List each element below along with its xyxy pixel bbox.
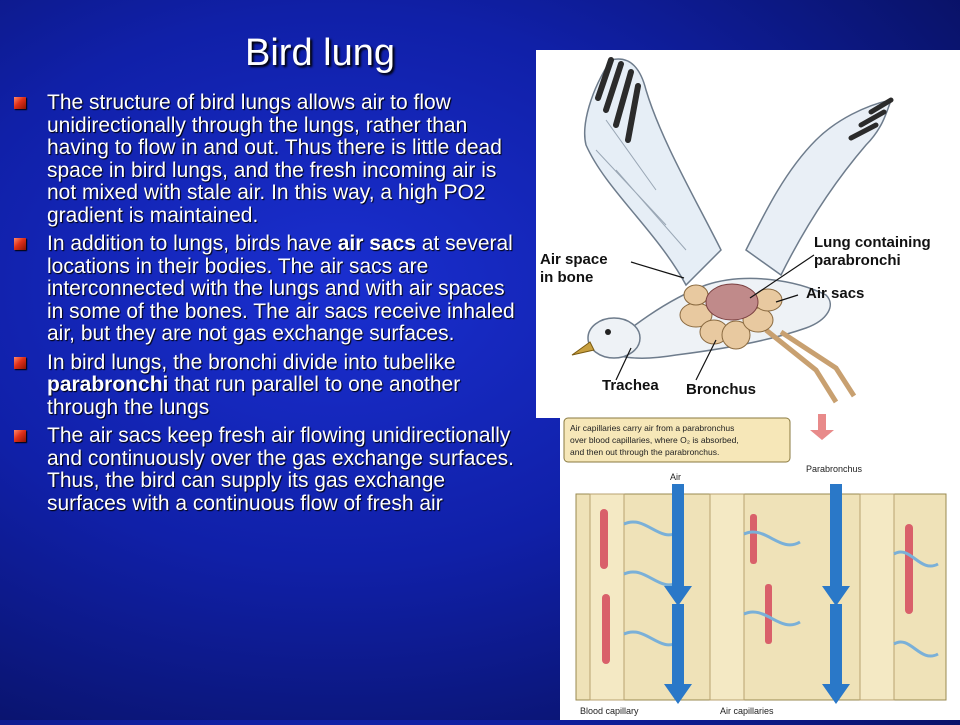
bullet-text: The air sacs keep fresh air flowing unid… — [47, 424, 514, 515]
lung-shape — [705, 283, 759, 321]
caption-box — [563, 417, 791, 463]
bullet-text: that run parallel to one another through… — [47, 373, 461, 419]
right-wing-tip — [848, 97, 894, 141]
caption-line3: and then out through the parabronchus. — [570, 447, 719, 457]
wing-feather-lines — [595, 119, 687, 251]
label-trachea: Trachea — [602, 377, 659, 394]
label-air-capillaries: Air capillaries — [720, 706, 774, 716]
label-leader-lines — [615, 254, 815, 381]
airflow-arrows — [664, 484, 850, 704]
bird-head — [587, 317, 641, 359]
inflow-arrow — [810, 414, 834, 440]
bullet-text: at several locations in their bodies. Th… — [47, 232, 515, 345]
label-air-space-line1: Air space — [540, 251, 608, 268]
caption-line2: over blood capillaries, where O₂ is abso… — [570, 435, 739, 445]
label-lung-line1: Lung containing — [814, 234, 931, 251]
wing-tip-feathers — [595, 57, 641, 143]
label-air: Air — [670, 472, 681, 482]
label-bronchus: Bronchus — [686, 381, 756, 398]
bullet-marker-icon — [14, 356, 26, 369]
bullet-bold-term: air sacs — [337, 232, 416, 255]
bird-illustration: Air space in bone Lung containing parabr… — [540, 57, 931, 404]
bullet-item: The air sacs keep fresh air flowing unid… — [14, 424, 524, 515]
bullet-bold-term: parabronchi — [47, 373, 169, 396]
bullet-item: In addition to lungs, birds have air sac… — [14, 232, 524, 346]
bullet-text: In bird lungs, the bronchi divide into t… — [47, 350, 456, 374]
bird-eye — [605, 329, 611, 335]
parabronchi-figure: Air capillaries carry air from a parabro… — [560, 414, 960, 720]
bullet-marker-icon — [14, 97, 26, 109]
caption-line1: Air capillaries carry air from a parabro… — [570, 423, 734, 433]
bullet-marker-icon — [14, 430, 26, 442]
label-air-sacs: Air sacs — [806, 285, 864, 302]
bird-figure: Air space in bone Lung containing parabr… — [536, 50, 960, 418]
label-air-space-line2: in bone — [540, 269, 593, 286]
parabronchi-illustration: Air capillaries carry air from a parabro… — [563, 414, 947, 716]
bullet-list: The structure of bird lungs allows air t… — [14, 91, 524, 521]
label-blood-capillary: Blood capillary — [580, 706, 639, 716]
bullet-marker-icon — [14, 238, 26, 250]
bullet-item: The structure of bird lungs allows air t… — [14, 91, 524, 227]
bullet-item: In bird lungs, the bronchi divide into t… — [14, 350, 524, 420]
bullet-text: The structure of bird lungs allows air t… — [47, 91, 502, 227]
label-lung-line2: parabronchi — [814, 252, 901, 269]
bullet-text: In addition to lungs, birds have — [47, 232, 338, 255]
slide-title: Bird lung — [245, 32, 395, 74]
label-parabronchus: Parabronchus — [806, 464, 863, 474]
bird-legs — [764, 328, 857, 404]
air-sacs — [679, 284, 783, 350]
bird-beak — [571, 341, 595, 356]
